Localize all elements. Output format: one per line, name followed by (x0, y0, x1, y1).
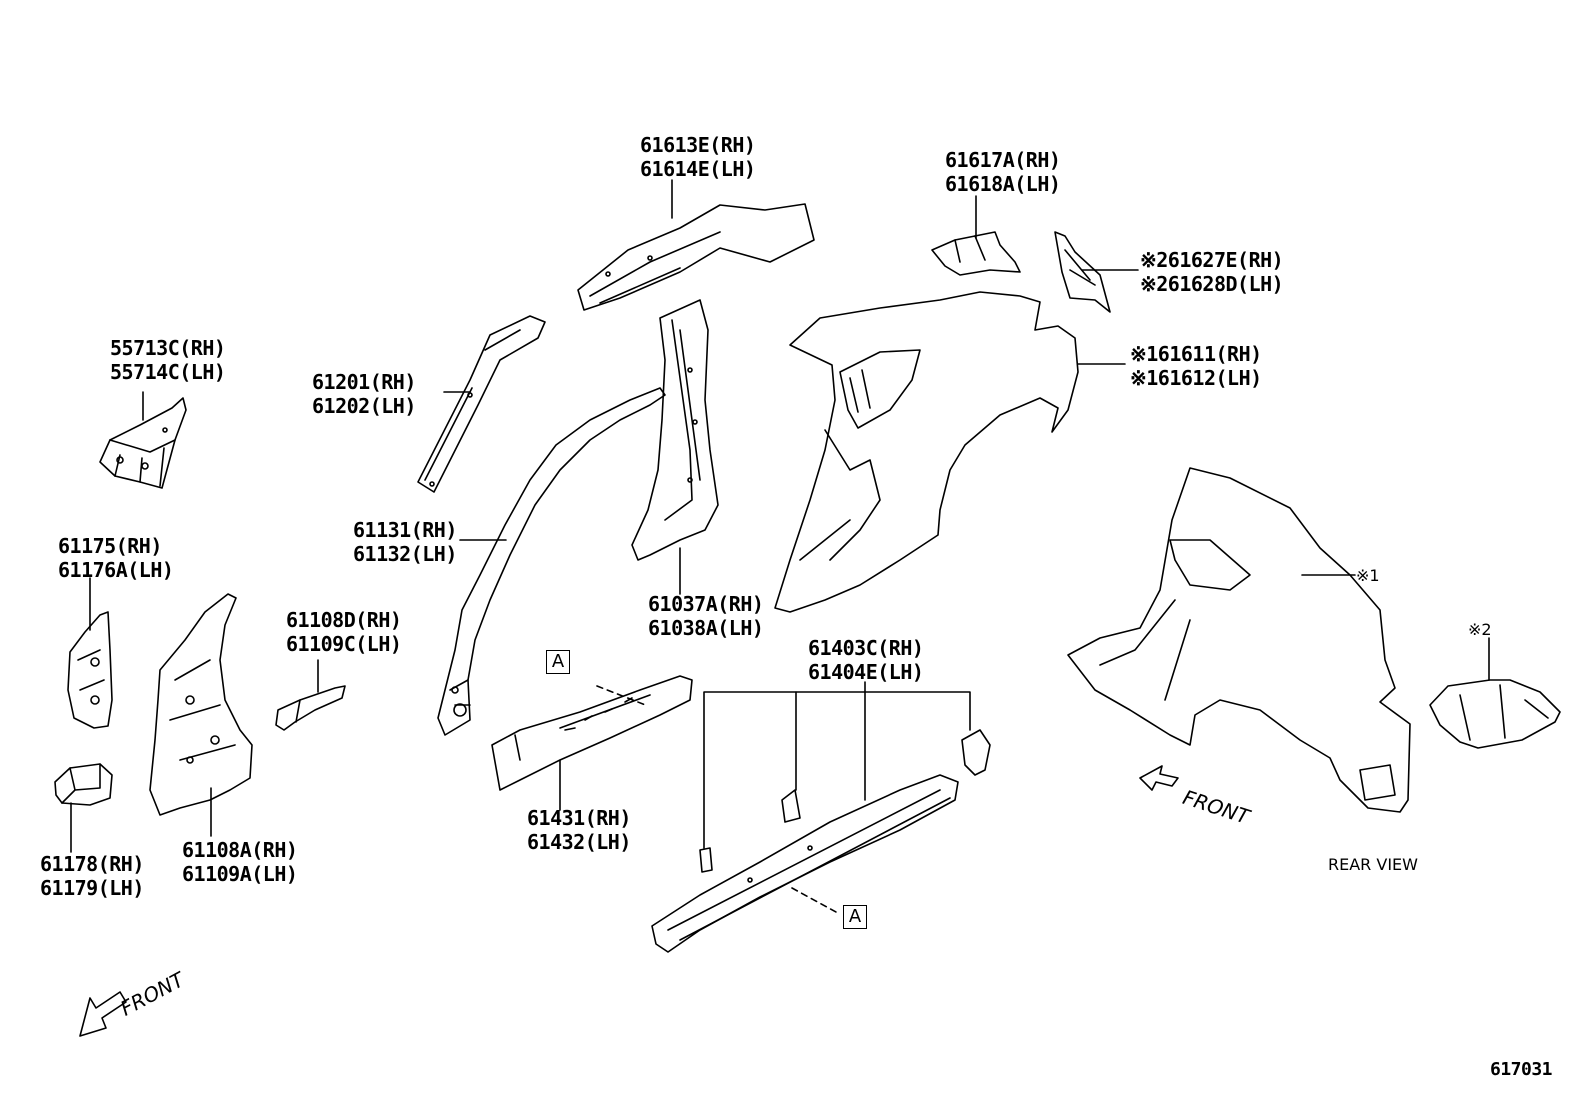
front-arrow-right-icon (1139, 765, 1179, 791)
label-61201: 61201(RH)61202(LH) (312, 370, 416, 418)
part-quarter-outer-rear[interactable] (1067, 467, 1411, 813)
part-61611-quarter-inner[interactable] (774, 291, 1126, 613)
part-61613-rail[interactable] (577, 179, 815, 311)
part-61131-arch[interactable] (437, 387, 666, 736)
part-61178-box[interactable] (54, 763, 113, 853)
label-61431: 61431(RH)61432(LH) (527, 806, 631, 854)
part-61108a-pillar[interactable] (149, 593, 253, 837)
label-61178: 61178(RH)61179(LH) (40, 852, 144, 900)
part-rear-bracket-2[interactable] (1429, 637, 1561, 749)
label-61613: 61613E(RH)61614E(LH) (640, 133, 756, 181)
part-61037-pillar[interactable] (631, 299, 719, 595)
label-61611: ※161611(RH)※161612(LH) (1130, 342, 1262, 390)
label-61403: 61403C(RH)61404E(LH) (808, 636, 924, 684)
label-61037: 61037A(RH)61038A(LH) (648, 592, 764, 640)
part-61175-brace[interactable] (67, 577, 113, 729)
mark-1-label: ※1 (1356, 566, 1380, 585)
part-61403-rocker[interactable] (651, 681, 991, 953)
ref-box-a-upper: A (546, 650, 570, 674)
label-61175: 61175(RH)61176A(LH) (58, 534, 174, 582)
part-61627-bracket[interactable] (1054, 231, 1139, 313)
rear-view-caption: REAR VIEW (1328, 855, 1418, 874)
ref-box-a-lower: A (843, 905, 867, 929)
label-61108a: 61108A(RH)61109A(LH) (182, 838, 298, 886)
part-61108d-bracket[interactable] (275, 659, 346, 731)
label-61108d: 61108D(RH)61109C(LH) (286, 608, 402, 656)
part-61617-bracket[interactable] (931, 195, 1021, 276)
part-61201-pillar[interactable] (417, 315, 546, 493)
label-61131: 61131(RH)61132(LH) (353, 518, 457, 566)
label-61617: 61617A(RH)61618A(LH) (945, 148, 1061, 196)
label-55713: 55713C(RH)55714C(LH) (110, 336, 226, 384)
part-55713-bracket[interactable] (99, 391, 187, 489)
part-61431-rocker[interactable] (491, 675, 693, 811)
mark-2-label: ※2 (1468, 620, 1492, 639)
front-arrow-left-icon (79, 991, 127, 1037)
label-61627: ※261627E(RH)※261628D(LH) (1140, 248, 1284, 296)
diagram-number: 617031 (1490, 1059, 1553, 1080)
